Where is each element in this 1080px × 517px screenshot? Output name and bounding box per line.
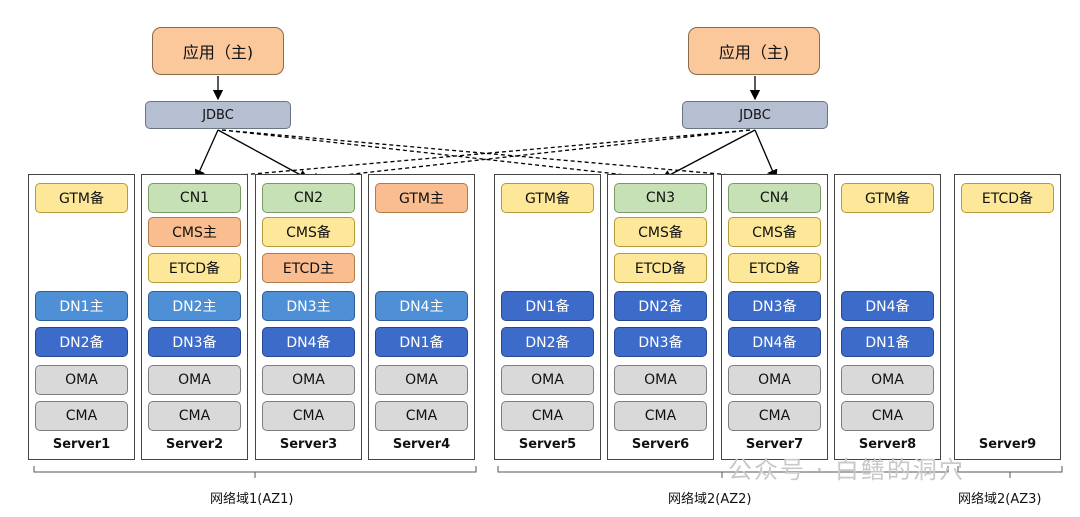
component-cms-box: CMS备	[728, 217, 821, 247]
jdbc-right: JDBC	[682, 101, 828, 129]
component-etcd-box: ETCD备	[614, 253, 707, 283]
component-cn4-box: CN4	[728, 183, 821, 213]
zone-bracket-az2	[497, 466, 949, 478]
component-dn3-box: DN3主	[262, 291, 355, 321]
component-cms-box: CMS主	[148, 217, 241, 247]
component-dn4-box: DN4备	[841, 291, 934, 321]
server-name: Server3	[279, 437, 338, 452]
component-oma-box: OMA	[148, 365, 241, 395]
watermark-text: 公众号 · 白鳝的洞穴	[728, 456, 965, 484]
component-cma-box: CMA	[262, 401, 355, 431]
component-dn2-box: DN2备	[35, 327, 128, 357]
component-etcd-box: ETCD备	[961, 183, 1054, 213]
component-gtm-box: GTM备	[35, 183, 128, 213]
component-oma-box: OMA	[728, 365, 821, 395]
server-name: Server9	[978, 437, 1037, 452]
jdbc-right-to-cn4-arrow	[754, 129, 778, 181]
component-cn1-box: CN1	[148, 183, 241, 213]
jdbc-label: JDBC	[739, 107, 771, 123]
app-label: 应用（主)	[718, 43, 790, 62]
jdbc-right-to-cn2-dashed	[306, 129, 751, 184]
component-cma-box: CMA	[614, 401, 707, 431]
component-dn4-box: DN4主	[375, 291, 468, 321]
server-name: Server2	[165, 437, 224, 452]
server-name: Server5	[518, 437, 577, 452]
component-cma-box: CMA	[728, 401, 821, 431]
component-dn3-box: DN3备	[148, 327, 241, 357]
component-dn3-box: DN3备	[728, 291, 821, 321]
component-oma-box: OMA	[841, 365, 934, 395]
component-dn4-box: DN4备	[262, 327, 355, 357]
component-oma-box: OMA	[35, 365, 128, 395]
jdbc-left: JDBC	[145, 101, 291, 129]
server-9: ETCD备 Server9	[954, 174, 1061, 460]
component-dn1-box: DN1备	[501, 291, 594, 321]
server-name: Server7	[745, 437, 804, 452]
server-name: Server1	[52, 437, 111, 452]
component-cma-box: CMA	[148, 401, 241, 431]
jdbc-left-to-cn4-dashed	[221, 129, 778, 184]
server-8: GTM备 DN4备 DN1备 OMA CMA Server8	[834, 174, 941, 460]
component-dn4-box: DN4备	[728, 327, 821, 357]
server-1: GTM备 DN1主 DN2备 OMA CMA Server1	[28, 174, 135, 460]
jdbc-right-to-cn3-arrow	[660, 129, 756, 180]
component-dn2-box: DN2备	[614, 291, 707, 321]
component-dn1-box: DN1备	[375, 327, 468, 357]
component-gtm-box: GTM备	[841, 183, 934, 213]
server-name: Server8	[858, 437, 917, 452]
server-name: Server4	[392, 437, 451, 452]
component-etcd-box: ETCD主	[262, 253, 355, 283]
server-4: GTM主 DN4主 DN1备 OMA CMA Server4	[368, 174, 475, 460]
component-dn1-box: DN1备	[841, 327, 934, 357]
app-label: 应用（主)	[182, 43, 254, 62]
component-cma-box: CMA	[35, 401, 128, 431]
component-dn3-box: DN3备	[614, 327, 707, 357]
component-oma-box: OMA	[614, 365, 707, 395]
component-cn2-box: CN2	[262, 183, 355, 213]
component-dn1-box: DN1主	[35, 291, 128, 321]
component-cms-box: CMS备	[262, 217, 355, 247]
component-cn3-box: CN3	[614, 183, 707, 213]
server-5: GTM备 DN1备 DN2备 OMA CMA Server5	[494, 174, 601, 460]
jdbc-label: JDBC	[202, 107, 234, 123]
zone-bracket-az1	[33, 466, 477, 478]
component-cma-box: CMA	[501, 401, 594, 431]
component-gtm-box: GTM主	[375, 183, 468, 213]
component-cma-box: CMA	[375, 401, 468, 431]
jdbc-left-to-cn1-arrow	[194, 129, 219, 181]
zone-label-az3: 网络域2(AZ3)	[958, 492, 1042, 507]
component-etcd-box: ETCD备	[148, 253, 241, 283]
component-oma-box: OMA	[375, 365, 468, 395]
zone-label-az1: 网络域1(AZ1)	[210, 492, 294, 507]
component-oma-box: OMA	[501, 365, 594, 395]
component-etcd-box: ETCD备	[728, 253, 821, 283]
component-dn2-box: DN2主	[148, 291, 241, 321]
component-dn2-box: DN2备	[501, 327, 594, 357]
component-cms-box: CMS备	[614, 217, 707, 247]
jdbc-left-to-cn3-dashed	[221, 129, 664, 184]
server-name: Server6	[631, 437, 690, 452]
zone-label-az2: 网络域2(AZ2)	[668, 492, 752, 507]
component-cma-box: CMA	[841, 401, 934, 431]
component-gtm-box: GTM备	[501, 183, 594, 213]
jdbc-right-to-cn1-dashed	[194, 129, 751, 184]
component-oma-box: OMA	[262, 365, 355, 395]
app-primary-left: 应用（主)	[152, 27, 284, 75]
jdbc-left-to-cn2-arrow	[217, 129, 310, 180]
zone-bracket-az3	[957, 466, 1063, 478]
app-primary-right: 应用（主)	[688, 27, 820, 75]
